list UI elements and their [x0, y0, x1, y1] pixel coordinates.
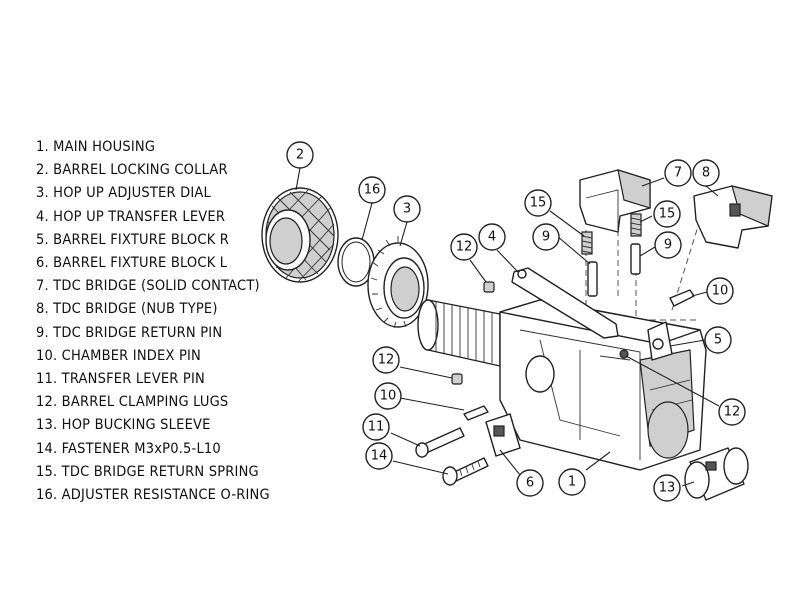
callout-10-top: 10 [706, 277, 734, 305]
legend-item-tdc-bridge-return-pin: 9. TDC BRIDGE RETURN PIN [36, 324, 223, 341]
chamber-index-pin-upper-part [669, 289, 695, 307]
callout-3: 3 [393, 195, 421, 223]
callout-label: 13 [659, 481, 676, 496]
callout-5: 5 [704, 326, 732, 354]
callout-11: 11 [362, 413, 390, 441]
callout-12-left: 12 [372, 346, 400, 374]
callout-12-top: 12 [450, 233, 478, 261]
callout-9-left: 9 [532, 223, 560, 251]
legend-item-transfer-lever-pin: 11. TRANSFER LEVER PIN [36, 371, 205, 388]
fastener-part [442, 457, 489, 486]
return-pin-right-part [630, 243, 641, 275]
callout-1: 1 [558, 468, 586, 496]
callout-label: 7 [674, 166, 682, 181]
callout-9-right: 9 [654, 231, 682, 259]
callout-16: 16 [358, 176, 386, 204]
callout-12-right: 12 [718, 398, 746, 426]
transfer-lever-part [511, 267, 619, 339]
callout-label: 12 [378, 353, 395, 368]
return-spring-right-part [630, 213, 642, 237]
hop-up-adjuster-dial-part [367, 236, 429, 329]
callout-label: 15 [659, 207, 676, 222]
legend-item-hop-bucking-sleeve: 13. HOP BUCKING SLEEVE [36, 417, 211, 434]
clamping-lug-top-part [483, 281, 495, 293]
callout-label: 6 [526, 476, 534, 491]
return-pin-left-part [587, 261, 598, 297]
callout-label: 3 [403, 202, 411, 217]
callout-label: 5 [714, 333, 722, 348]
legend-item-barrel-fixture-block-r: 5. BARREL FIXTURE BLOCK R [36, 231, 230, 248]
legend-item-barrel-fixture-block-l: 6. BARREL FIXTURE BLOCK L [36, 255, 228, 272]
callout-13: 13 [653, 474, 681, 502]
callout-label: 2 [296, 148, 304, 163]
transfer-lever-pin-part [415, 427, 465, 458]
fixture-block-l-part [485, 413, 521, 457]
callout-label: 9 [542, 230, 550, 245]
legend-item-barrel-clamping-lugs: 12. BARREL CLAMPING LUGS [36, 394, 229, 411]
callout-label: 11 [368, 420, 385, 435]
callout-label: 15 [530, 196, 547, 211]
callout-label: 1 [568, 475, 576, 490]
chamber-index-pin-lower-part [463, 405, 489, 421]
legend-item-main-housing: 1. MAIN HOUSING [36, 139, 156, 155]
legend-item-adjuster-o-ring: 16. ADJUSTER RESISTANCE O-RING [36, 487, 270, 504]
callout-label: 10 [380, 389, 397, 404]
callout-label: 4 [488, 230, 496, 245]
tdc-bridge-solid-part [579, 169, 651, 233]
legend-item-barrel-locking-collar: 2. BARREL LOCKING COLLAR [36, 162, 228, 179]
fixture-block-r-part [647, 321, 673, 361]
callout-10-left: 10 [374, 382, 402, 410]
callout-7: 7 [664, 159, 692, 187]
callout-4: 4 [478, 223, 506, 251]
legend-item-tdc-bridge-nub: 8. TDC BRIDGE (NUB TYPE) [36, 301, 218, 318]
callout-15-left: 15 [524, 189, 552, 217]
callout-label: 10 [712, 284, 729, 299]
callout-label: 14 [371, 449, 388, 464]
clamping-lug-left-part [451, 373, 463, 385]
callout-label: 16 [364, 183, 381, 198]
legend-item-fastener: 14. FASTENER M3xP0.5-L10 [36, 440, 221, 457]
legend-item-hop-up-adjuster-dial: 3. HOP UP ADJUSTER DIAL [36, 185, 211, 202]
callout-2: 2 [286, 141, 314, 169]
hop-bucking-sleeve-part [684, 447, 749, 501]
tdc-bridge-nub-part [693, 185, 773, 249]
o-ring-part [337, 237, 375, 287]
legend-item-chamber-index-pin: 10. CHAMBER INDEX PIN [36, 347, 202, 364]
callout-15-right: 15 [653, 200, 681, 228]
barrel-locking-collar-part [261, 187, 339, 283]
threaded-barrel-part [417, 299, 501, 367]
callout-label: 9 [664, 238, 672, 253]
parts-legend: 1. MAIN HOUSING 2. BARREL LOCKING COLLAR… [36, 136, 270, 507]
return-spring-left-part [581, 231, 593, 255]
callout-6: 6 [516, 469, 544, 497]
callout-label: 12 [724, 405, 741, 420]
callout-label: 12 [456, 240, 473, 255]
callout-14: 14 [365, 442, 393, 470]
legend-item-tdc-bridge-return-spring: 15. TDC BRIDGE RETURN SPRING [36, 463, 259, 480]
leader-lines [295, 167, 720, 487]
callout-label: 8 [702, 166, 710, 181]
legend-item-tdc-bridge-solid: 7. TDC BRIDGE (SOLID CONTACT) [36, 278, 260, 295]
legend-item-hop-up-transfer-lever: 4. HOP UP TRANSFER LEVER [36, 208, 226, 225]
callout-8: 8 [692, 159, 720, 187]
